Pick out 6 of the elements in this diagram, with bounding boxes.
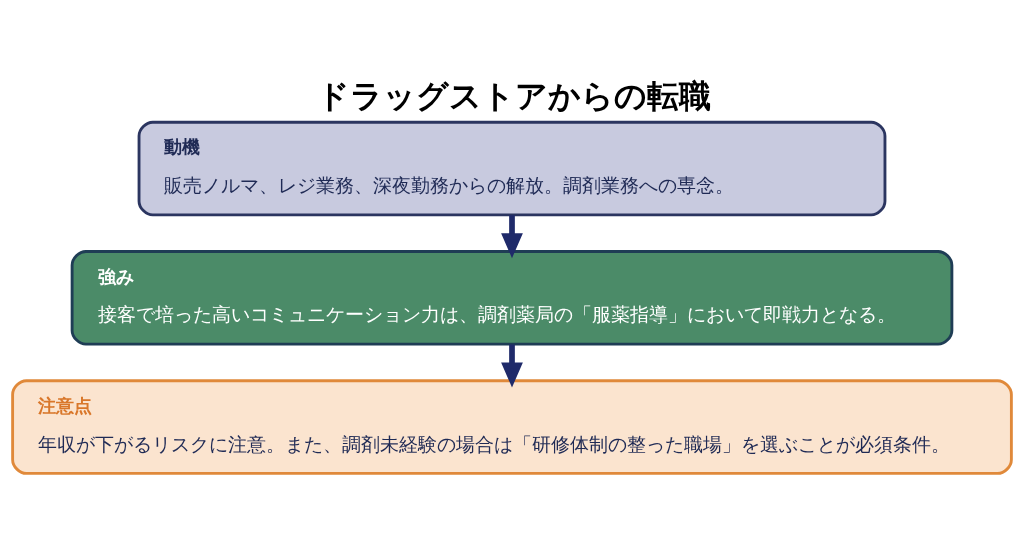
node-box: 強み 接客で培った高いコミュニケーション力は、調剤薬局の「服薬指導」において即戦力となる。 bbox=[70, 250, 954, 346]
arrow bbox=[501, 344, 523, 388]
node-box: 動機 販売ノルマ、レジ業務、深夜勤務からの解放。調剤業務への専念。 bbox=[137, 120, 887, 217]
arrow bbox=[501, 215, 523, 259]
node-box: 注意点 年収が下がるリスクに注意。また、調剤未経験の場合は「研修体制の整った職場」を選ぶことが必須条件。 bbox=[11, 379, 1013, 475]
diagram-title: ドラッグストアからの転職 bbox=[316, 76, 711, 115]
